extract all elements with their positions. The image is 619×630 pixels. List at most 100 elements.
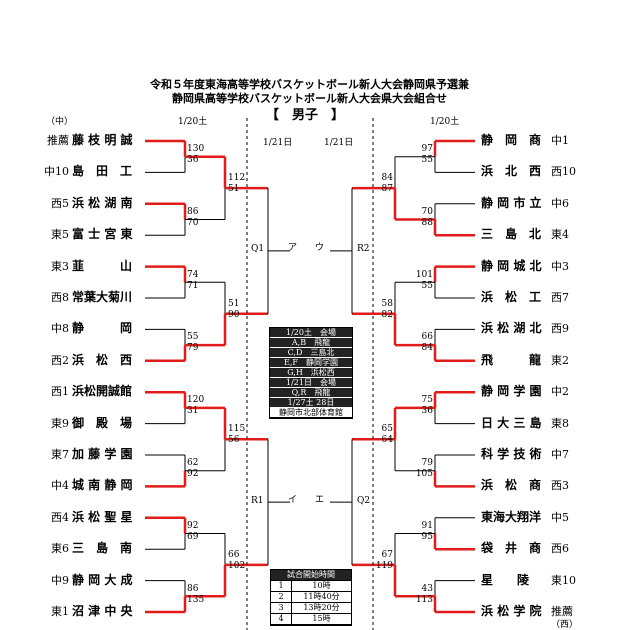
team-name: 飛 龍 [481,352,542,367]
score: 119 [375,560,393,571]
team-name: 加 藤 学 園 [72,447,133,461]
score: 79 [421,458,433,468]
team-seed: 東6 [51,542,69,556]
team-name: 城 南 静 岡 [72,478,133,493]
score: 74 [187,269,199,280]
score: 62 [187,458,199,468]
team-name: 東海大翔洋 [481,509,542,524]
team-seed: 推薦 [551,605,573,618]
team-seed: 東8 [551,416,569,430]
title-line-1: 令和５年度東海高等学校バスケットボール新人大会静岡県予選兼 [150,78,469,91]
venue-row: 1/27土 28日 [270,398,352,408]
schedule-time: 11時40分 [303,592,340,601]
score: 51 [228,184,240,195]
team-seed: 東10 [551,573,576,587]
team-seed: 中5 [551,510,569,524]
score: 115 [228,424,246,435]
score: 120 [187,395,205,406]
team-seed: 西8 [51,291,69,304]
mid-right-date: 1/21日 [324,138,354,148]
team-seed: 中8 [51,322,69,336]
score: 64 [381,435,393,446]
block-label-bottom: イ エ [288,495,325,505]
schedule-row: 3 13時20分 [271,603,351,614]
team-name: 日 大 三 島 [481,415,542,430]
right-region-label: （西） [551,620,579,630]
team-name: 富 士 宮 東 [72,227,133,242]
schedule-game-number: 3 [271,603,292,613]
team-name: 袋 井 商 [481,541,542,556]
team-name: 星 陵 [481,572,530,587]
score: 90 [228,309,240,320]
score: 97 [421,144,433,154]
round-label-r2: R2 [357,244,370,254]
team-name: 沼 津 中 央 [72,604,133,618]
team-name: 浜 松 西 [72,352,133,367]
team-seed: 西5 [51,196,69,210]
score: 86 [187,206,199,217]
score: 102 [228,560,246,571]
schedule-row: 1 10時 [271,581,351,592]
round-label-q2: Q2 [357,496,371,506]
score: 75 [421,395,433,406]
team-name: 科 学 技 術 [481,447,542,461]
team-name: 御 殿 場 [72,415,133,430]
team-seed: 東2 [551,353,569,367]
venue-row: 1/20土 会場 [270,328,352,338]
team-seed: 東1 [51,605,69,618]
score: 92 [187,469,199,479]
score: 31 [187,406,199,417]
team-name: 浜 松 湖 南 [72,195,133,210]
team-seed: 西10 [551,165,576,179]
score: 56 [228,435,240,446]
schedule-time: 10時 [312,581,331,590]
score: 86 [187,583,199,594]
team-name: 浜松開誠館 [72,384,133,399]
team-seed: 西2 [51,353,69,367]
block-label-top: ア ウ [288,243,325,253]
team-name: 三 島 南 [72,541,133,556]
score: 65 [381,424,393,435]
venue-row: C,D 三島北 [270,348,352,358]
team-name: 静 岡 城 北 [481,258,542,273]
score: 95 [421,531,433,542]
score: 43 [421,583,433,594]
venue-row: 1/21日 会場 [270,378,352,388]
score: 92 [187,520,199,531]
team-name: 静 岡 市 立 [481,195,542,210]
score: 51 [228,298,240,309]
schedule-time: 13時20分 [303,603,340,612]
score: 82 [381,309,393,320]
score: 67 [381,549,393,560]
score: 113 [415,594,433,605]
team-name: 静 岡 商 [481,133,542,147]
left-region-label: （中） [46,117,74,127]
team-name: 静 岡 [72,321,133,336]
score: 36 [187,155,199,165]
team-name: 島 田 工 [72,164,133,179]
score: 55 [421,155,433,165]
score: 79 [187,343,199,354]
team-name: 三 島 北 [481,227,542,242]
team-seed: 西6 [551,542,569,556]
score: 87 [381,184,393,195]
score: 55 [187,332,199,343]
score: 135 [187,594,205,605]
venue-row: A,B 飛龍 [270,338,352,348]
team-seed: 中3 [551,259,569,273]
schedule-time: 15時 [312,614,331,623]
venue-row: G,H 浜松西 [270,368,352,378]
score: 55 [421,280,433,291]
score: 91 [421,520,433,531]
venue-row: 静岡市北部体育館 [270,408,352,418]
team-name: 藤 枝 明 誠 [72,133,133,147]
category-label: 【 男子 】 [266,108,345,123]
schedule-game-number: 1 [271,581,292,591]
team-seed: 推薦 [47,134,69,147]
team-name: 浜 北 西 [481,164,542,179]
team-seed: 西9 [551,322,569,336]
team-seed: 東3 [51,259,69,273]
